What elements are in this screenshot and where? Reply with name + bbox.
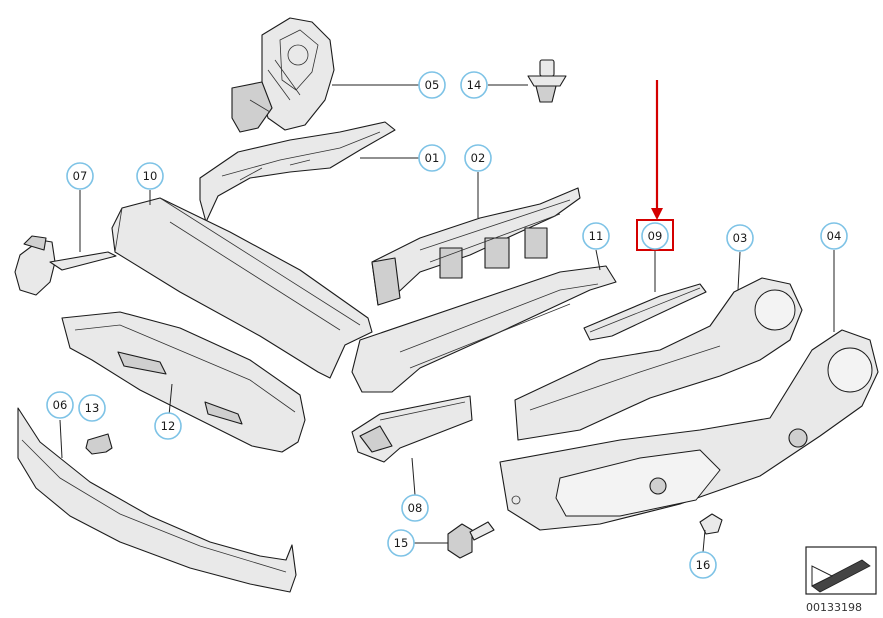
svg-text:14: 14 — [467, 78, 482, 92]
svg-text:09: 09 — [648, 229, 663, 243]
svg-text:08: 08 — [408, 501, 423, 515]
leader-lines — [59, 84, 835, 553]
part-01-bracket — [199, 121, 396, 223]
part-06-front-strip — [17, 407, 297, 593]
svg-text:07: 07 — [73, 169, 88, 183]
svg-text:12: 12 — [161, 419, 176, 433]
callout-03[interactable]: 03 — [726, 224, 754, 252]
callout-16[interactable]: 16 — [689, 551, 717, 579]
part-10-trim-cover — [111, 197, 373, 379]
part-04-side-trim-outer — [499, 329, 879, 531]
svg-text:11: 11 — [589, 229, 604, 243]
callout-02[interactable]: 02 — [464, 144, 492, 172]
svg-text:10: 10 — [143, 169, 158, 183]
callout-07[interactable]: 07 — [66, 162, 94, 190]
part-15-screw — [447, 521, 495, 559]
part-14-clip — [527, 59, 567, 103]
part-05-gearbox — [231, 17, 335, 133]
callout-04[interactable]: 04 — [820, 222, 848, 250]
callout-10[interactable]: 10 — [136, 162, 164, 190]
callout-11[interactable]: 11 — [582, 222, 610, 250]
svg-text:06: 06 — [53, 398, 68, 412]
callout-01[interactable]: 01 — [418, 144, 446, 172]
svg-text:16: 16 — [696, 558, 711, 572]
part-16-plug — [699, 513, 723, 535]
callout-15[interactable]: 15 — [387, 529, 415, 557]
callout-05[interactable]: 05 — [418, 71, 446, 99]
callout-12[interactable]: 12 — [154, 412, 182, 440]
callout-06[interactable]: 06 — [46, 391, 74, 419]
diagram-reference-number: 00133198 — [806, 601, 862, 614]
highlight-box — [636, 219, 674, 251]
part-11-channel-cover — [351, 265, 617, 393]
callout-09[interactable]: 09 — [641, 222, 669, 250]
part-09-rail-strip — [583, 283, 707, 341]
svg-text:15: 15 — [394, 536, 409, 550]
part-13-clip — [85, 433, 113, 455]
svg-text:03: 03 — [733, 231, 748, 245]
svg-text:01: 01 — [425, 151, 440, 165]
callout-14[interactable]: 14 — [460, 71, 488, 99]
part-03-side-trim-inner — [514, 277, 803, 441]
part-08-slide-guide — [351, 395, 473, 463]
callout-13[interactable]: 13 — [78, 394, 106, 422]
highlight-arrow — [651, 80, 663, 220]
svg-text:04: 04 — [827, 229, 842, 243]
part-07-bracket — [14, 235, 117, 296]
part-02-drive-assembly — [371, 187, 581, 306]
part-12-lower-panel — [61, 311, 306, 453]
svg-text:05: 05 — [425, 78, 440, 92]
svg-text:13: 13 — [85, 401, 100, 415]
svg-text:02: 02 — [471, 151, 486, 165]
reference-icon — [805, 546, 877, 595]
callout-08[interactable]: 08 — [401, 494, 429, 522]
